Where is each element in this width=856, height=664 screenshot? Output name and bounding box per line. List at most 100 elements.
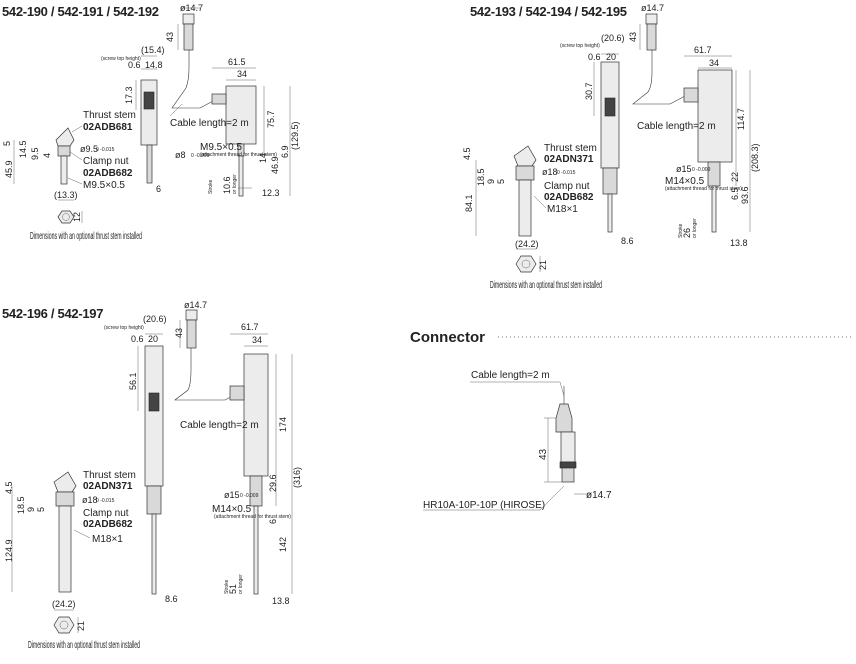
a-front-body [140,79,158,146]
c-dim-d18: 9 [26,507,36,512]
b-dim-d22: 21 [538,260,548,270]
a-dia-8: ø8 [175,150,186,160]
c-thread: M18×1 [92,534,123,545]
a-dim-d1: ø14.7 [180,3,203,13]
b-dim-d8: 30.7 [584,82,594,100]
b-dim-d3: (20.6) [601,33,625,43]
c-screw-top-height: (screw top height) [104,325,144,331]
c-thrust-stem-head [53,471,77,493]
b-clamp-nut-label: Clamp nut [544,181,590,192]
a-clamp-nut-label: Clamp nut [83,156,129,167]
a-dim-d16: 5 [2,141,12,146]
a-screw-top-height: (screw top height) [101,56,141,62]
c-dim-d12: 6 [268,519,278,524]
connector-height: 43 [538,448,549,460]
c-side-body [243,353,269,477]
drawing-b: 542-193 / 542-194 / 542-195 ø14.7 43 (sc… [462,3,760,291]
b-dim-d9: 114.7 [736,108,746,130]
c-dim-d13: 142 [278,537,288,552]
a-dim-d15: 6 [156,184,161,194]
a-clamp-nut-code: 02ADB682 [83,168,133,179]
a-side-stem [238,155,244,197]
a-side-body [225,85,257,145]
c-dim-d21: (24.2) [52,599,76,609]
b-dim-d6: 61.7 [694,45,712,55]
a-cable [171,50,216,109]
a-thread: M9.5×0.5 [83,180,125,191]
b-clamp-nut-code: 02ADB682 [544,192,594,203]
c-thrust-stem-label: Thrust stem [83,470,136,481]
b-connector-body [646,23,657,51]
c-front-sleeve [146,485,162,515]
a-m-thread2: M9.5×0.5 [200,142,242,153]
a-dim-d12: 14 [258,153,268,163]
c-dia-18: ø18 [82,495,98,505]
c-dim-d11: 29.6 [268,474,278,492]
c-side-sleeve [249,475,263,507]
c-or-longer: or longer [238,574,244,594]
a-dim-d8: 17.3 [124,86,134,104]
a-thrust-stem-shaft [60,155,68,185]
b-thread: M18×1 [547,204,578,215]
c-clamp-nut [55,491,75,507]
connector-diameter: ø14.7 [586,490,612,501]
a-dim-d19: 4 [42,153,52,158]
b-dim-d5: 20 [606,52,616,62]
b-dim-d18: 9 [486,179,496,184]
c-dim-d10: (316) [292,467,302,488]
b-front-sleeve [602,167,618,195]
connector-title: Connector [410,329,485,346]
c-dim-d8: 56.1 [128,372,138,390]
c-dim-d6: 61.7 [241,322,259,332]
c-dim-d17: 18.5 [16,496,26,514]
c-clamp-nut-code: 02ADB682 [83,519,133,530]
b-nut-hex-view [515,255,537,273]
c-dim-d2: 43 [174,328,184,338]
a-dia-stem-tol: 0 -0.015 [96,147,115,153]
a-dim-d14: 12.3 [262,188,280,198]
a-dim-d5: 14.8 [145,60,163,70]
b-screw-top-height: (screw top height) [560,43,600,49]
a-dim-d10: (129.5) [290,121,300,150]
c-dim-d4: 0.6 [131,334,144,344]
a-front-display [143,91,155,110]
drawing-b-title: 542-193 / 542-194 / 542-195 [470,4,627,19]
a-dim-d6: 61.5 [228,57,246,67]
b-dia-18: ø18 [542,167,558,177]
b-thrust-stem-label: Thrust stem [544,143,597,154]
c-attach-thread: (attachment thread for thrust stem) [214,514,291,520]
b-dim-d7: 34 [709,58,719,68]
b-cable-length: Cable length=2 m [637,121,716,132]
c-thrust-stem-code: 02ADN371 [83,481,133,492]
a-nut-hex-view [57,210,75,224]
c-front-body [144,345,164,487]
b-dim-d20: 84.1 [464,194,474,212]
b-dim-d2: 43 [628,32,638,42]
b-dim-d12: 6.5 [730,187,740,200]
b-dim-d19: 5 [496,179,506,184]
c-side-stem [253,505,259,595]
b-dim-d14: 13.8 [730,238,748,248]
a-front-stem [146,144,153,184]
a-thrust-stem-label: Thrust stem [83,110,136,121]
b-dim-d13: 93.6 [740,186,750,204]
a-dim-d2: 43 [165,32,175,42]
c-side-cap [229,385,245,401]
c-connector-head [185,309,198,321]
a-connector-head [182,13,195,25]
c-installed-note: Dimensions with an optional thrust stem … [28,640,140,651]
a-dim-d7: 34 [237,69,247,79]
connector-coupling-ring [559,461,577,469]
b-cable [632,50,686,105]
c-dim-d9: 174 [278,417,288,432]
c-dim-d16: 4.5 [4,481,14,494]
b-side-cap [683,87,699,103]
c-front-stem [151,513,157,595]
connector-boot [555,403,573,433]
c-dim-d5: 20 [148,334,158,344]
b-side-body [697,69,733,163]
b-attach-thread: (attachment thread for thrust stem) [665,186,742,192]
a-dim-d20: 45.9 [4,160,14,178]
a-installed-note: Dimensions with an optional thrust stem … [30,231,142,242]
c-dia-18-tol: 0 -0.015 [96,498,115,504]
